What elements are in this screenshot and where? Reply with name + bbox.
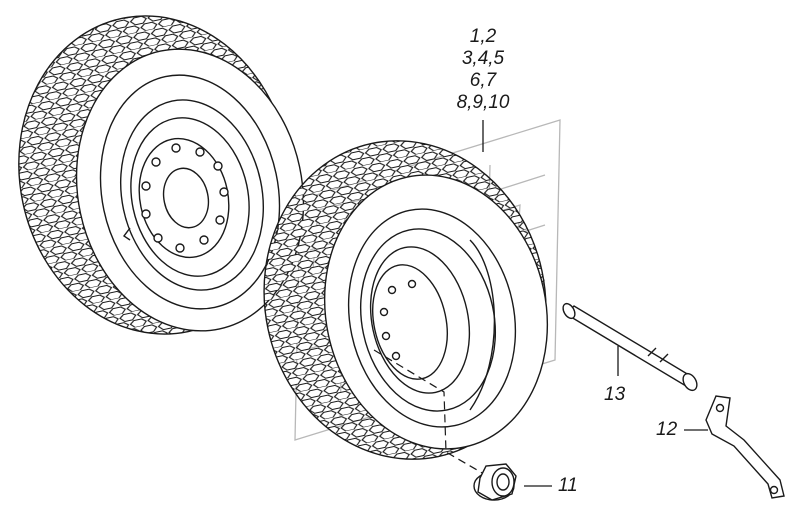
callout-line-3: 6,7 bbox=[469, 70, 497, 91]
nut-explode-line bbox=[373, 349, 485, 475]
nut-callout: 11 bbox=[558, 475, 578, 496]
bracket-callout: 12 bbox=[656, 419, 678, 440]
right-stud-holes bbox=[379, 279, 417, 361]
callout-line-2: 3,4,5 bbox=[461, 48, 505, 69]
callout-line-1: 1,2 bbox=[469, 26, 497, 47]
callout-line-4: 8,9,10 bbox=[456, 92, 510, 113]
left-hub-bore bbox=[162, 167, 210, 229]
left-stud-holes bbox=[141, 143, 229, 253]
right-rim-lip bbox=[469, 239, 496, 411]
left-valve bbox=[122, 227, 131, 241]
wheel-nut bbox=[473, 463, 517, 501]
wheel-group-callout: 1,2 3,4,5 6,7 8,9,10 bbox=[448, 26, 518, 114]
mounting-bracket bbox=[705, 395, 785, 499]
mounting-bolt bbox=[562, 302, 698, 392]
left-wheel bbox=[18, 15, 305, 335]
bolt-callout: 13 bbox=[604, 384, 626, 405]
right-wheel bbox=[263, 140, 549, 460]
